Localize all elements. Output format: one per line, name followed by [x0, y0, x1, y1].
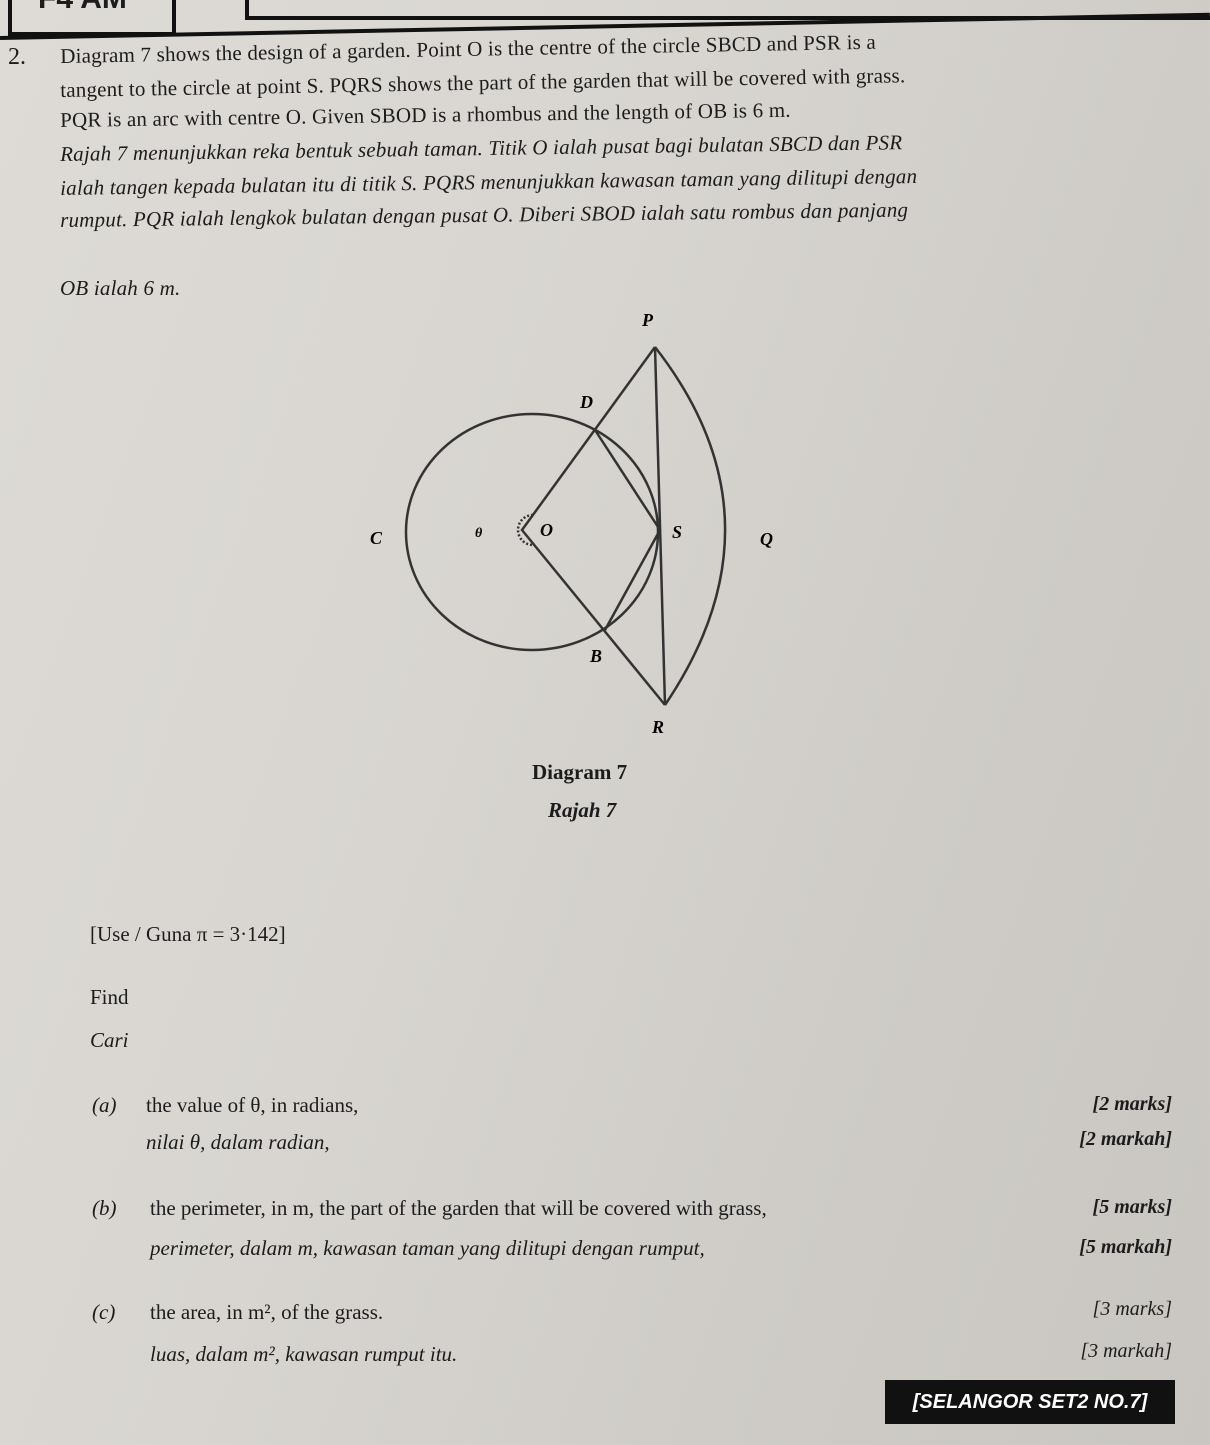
pi-value-note: [Use / Guna π = 3·142] [90, 922, 286, 946]
label-p: P [641, 310, 654, 330]
part-a-marks-en: [2 marks] [1092, 1093, 1172, 1115]
part-b-marks-ms: [5 markah] [1079, 1236, 1172, 1258]
part-b-marks-en: [5 marks] [1092, 1196, 1172, 1218]
part-a-marks-ms: [2 markah] [1079, 1128, 1172, 1150]
question-text-ms-4: OB ialah 6 m. [60, 276, 181, 300]
label-c: C [370, 528, 383, 548]
part-a-ms: nilai θ, dalam radian, [146, 1130, 330, 1154]
label-s: S [672, 522, 682, 542]
label-q: Q [760, 529, 773, 549]
label-r: R [651, 717, 664, 737]
rhombus-sides [593, 429, 662, 631]
diagram-caption-ms: Rajah 7 [548, 798, 617, 822]
part-c-ms: luas, dalam m², kawasan rumput itu. [150, 1342, 458, 1366]
source-badge: [SELANGOR SET2 NO.7] [885, 1380, 1175, 1424]
tangent-psr [653, 346, 667, 706]
label-theta: θ [475, 526, 483, 541]
part-c-marks-en: [3 marks] [1092, 1298, 1172, 1320]
diagram-caption-en: Diagram 7 [532, 760, 628, 784]
sector-opr [520, 346, 666, 706]
part-c-label: (c) [92, 1300, 116, 1324]
chapter-box [245, 0, 1210, 20]
part-c-en: the area, in m², of the grass. [150, 1300, 384, 1324]
label-b: B [589, 646, 602, 666]
theta-angle-arc [516, 513, 534, 547]
form-label: F4 AM [38, 0, 127, 16]
part-b-en: the perimeter, in m, the part of the gar… [150, 1196, 767, 1220]
find-en: Find [90, 985, 129, 1009]
part-a-label: (a) [92, 1093, 117, 1117]
label-o: O [540, 520, 553, 540]
find-ms: Cari [90, 1028, 129, 1052]
part-c-marks-ms: [3 markah] [1080, 1340, 1172, 1362]
part-b-label: (b) [92, 1196, 117, 1220]
arc-pqr [654, 346, 727, 706]
part-a-en: the value of θ, in radians, [146, 1093, 359, 1117]
part-b-ms: perimeter, dalam m, kawasan taman yang d… [150, 1236, 705, 1260]
circle-sbcd [404, 412, 660, 652]
label-d: D [579, 392, 593, 412]
question-number: 2. [8, 44, 26, 70]
